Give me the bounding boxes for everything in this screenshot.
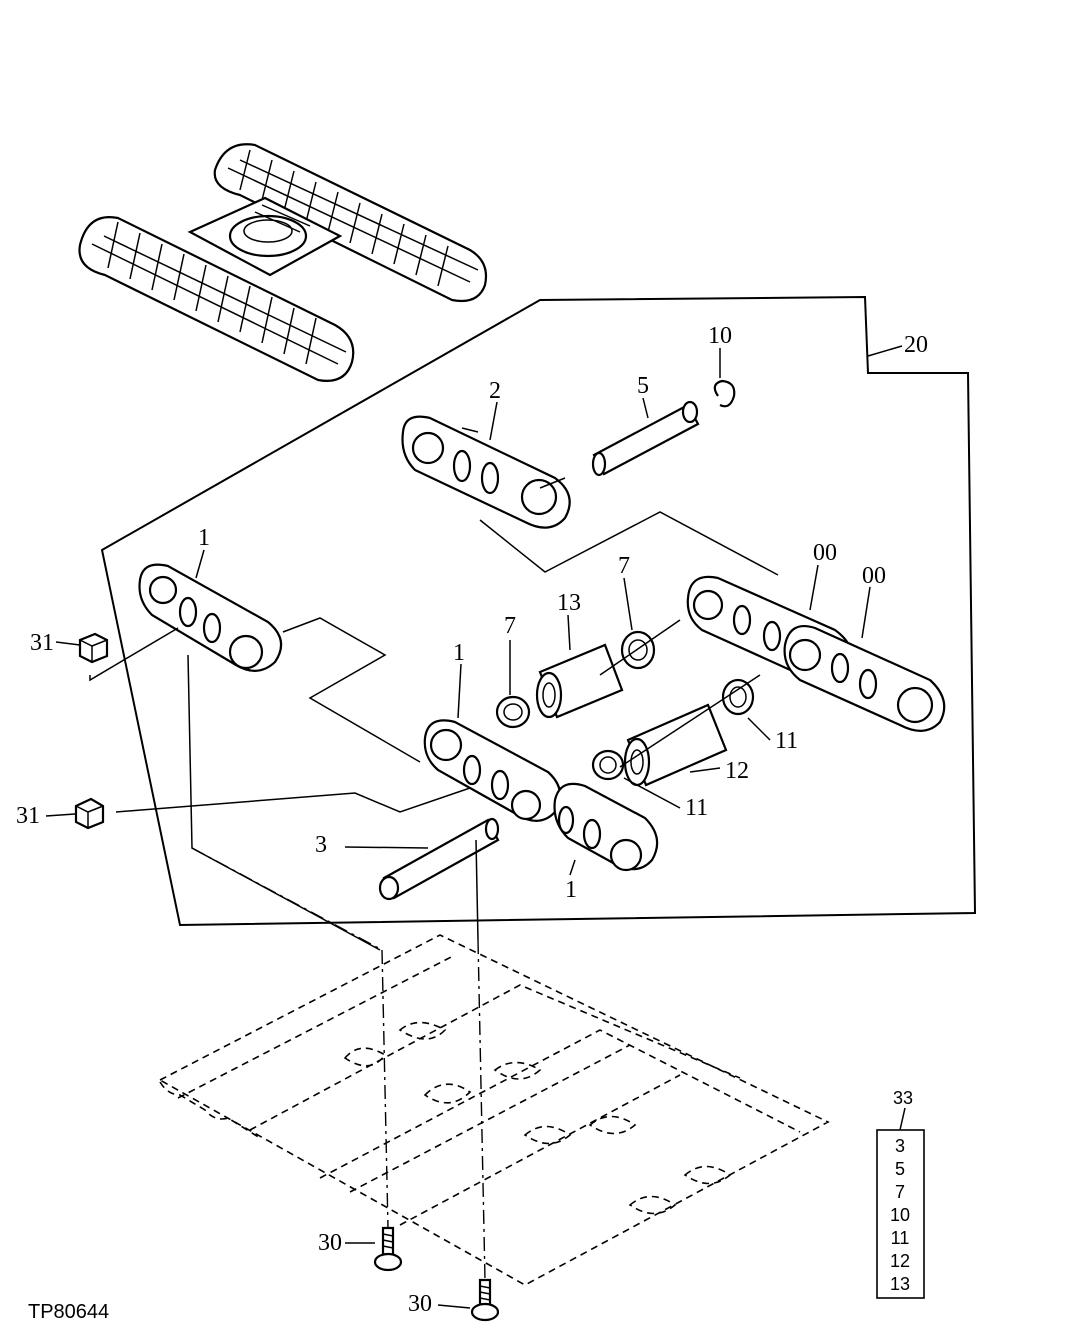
callout-12: 12 [725,758,749,784]
callout-10: 10 [708,323,732,349]
kit-boundary-outline [100,295,977,927]
callout-31-upper: 31 [30,630,54,656]
pin-part-5 [591,400,700,477]
callout-7-upper: 7 [618,553,630,579]
callout-1-bottom: 1 [565,877,577,903]
kit-item: 12 [890,1251,910,1271]
callout-labels: 1 1 1 2 3 5 7 7 10 11 11 12 13 20 00 00 … [16,323,928,1317]
seal-ring-part-7-lower [495,695,531,729]
callout-31-lower: 31 [16,803,40,829]
bushing-part-13 [535,643,624,719]
nut-part-31-lower [74,797,105,830]
bushing-part-12 [623,703,728,787]
leader-lines [45,348,871,1309]
pin-part-3 [378,817,500,901]
callout-11-upper: 11 [775,728,798,754]
callout-1-front: 1 [453,640,465,666]
callout-30-right: 30 [408,1291,432,1317]
callout-3: 3 [315,832,327,858]
kit-item: 10 [890,1205,910,1225]
bolt-part-30-right [470,1278,500,1322]
callout-13: 13 [557,590,581,616]
spacer-ring-part-11-upper [721,678,755,716]
seal-ring-part-7-upper [620,630,656,670]
link-part-00-pair [686,575,946,732]
link-part-1-front [423,719,659,872]
callout-00-right: 00 [862,563,886,589]
kit-number: 33 [893,1088,913,1108]
callout-7-lower: 7 [504,613,516,639]
kit-item: 3 [895,1136,905,1156]
track-shoe-outline [158,934,830,1286]
link-part-1-left [138,563,283,672]
spacer-ring-part-11-lower [591,749,625,781]
callout-20: 20 [904,332,928,358]
bolt-part-30-left [373,1226,403,1272]
kit-item: 5 [895,1159,905,1179]
kit-item: 13 [890,1274,910,1294]
kit-item: 11 [891,1228,910,1248]
kit-33-parts-box: 33 3 5 7 10 11 12 13 [876,1088,925,1299]
undercarriage-overview-illustration [78,143,488,382]
snap-ring-part-10 [713,379,736,408]
callout-2: 2 [489,378,501,404]
callout-5: 5 [637,373,649,399]
nut-part-31-upper [78,632,109,664]
callout-00-left: 00 [813,540,837,566]
kit-item: 7 [895,1182,905,1202]
link-part-2 [401,415,571,529]
callout-1-left: 1 [198,525,210,551]
callout-11-lower: 11 [685,795,708,821]
diagram-reference-id: TP80644 [28,1301,109,1323]
callout-30-left: 30 [318,1230,342,1256]
